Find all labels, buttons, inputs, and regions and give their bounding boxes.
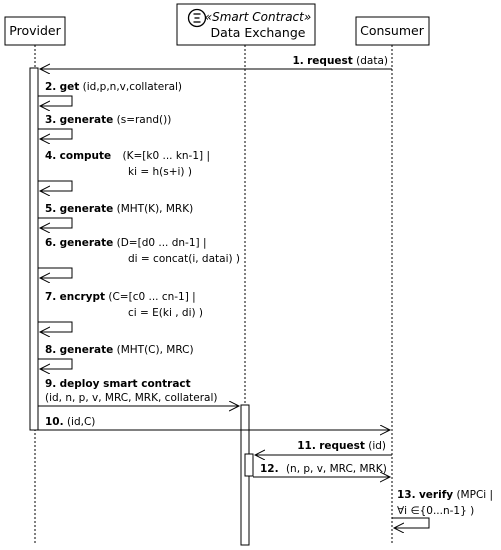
contract-stereotype: «Smart Contract» (205, 10, 312, 24)
message-9: 9. deploy smart contract (id, n, p, v, M… (38, 378, 239, 406)
message-2: 2. get (id,p,n,v,collateral) (38, 81, 182, 106)
message-3: 3. generate (s=rand()) (38, 114, 171, 139)
contract-participant: «Smart Contract» Data Exchange (176, 3, 316, 46)
svg-text:12. (n, p, v, MRC, MRK): 12. (n, p, v, MRC, MRK) (260, 463, 387, 475)
message-8: 8. generate (MHT(C), MRC) (38, 344, 194, 369)
svg-text:2. get (id,p,n,v,collateral): 2. get (id,p,n,v,collateral) (45, 81, 182, 93)
svg-text:4. compute (K=[k0 ... kn-1] |: 4. compute (K=[k0 ... kn-1] | (45, 150, 210, 162)
svg-text:3. generate (s=rand()): 3. generate (s=rand()) (45, 114, 171, 126)
svg-text:6. generate (D=[d0 ... dn-1] |: 6. generate (D=[d0 ... dn-1] | (45, 237, 207, 249)
svg-text:di = concat(i, datai) ): di = concat(i, datai) ) (128, 253, 240, 265)
svg-text:ci = E(ki , di) ): ci = E(ki , di) ) (128, 307, 203, 319)
svg-text:∀i ∈{0...n-1} ): ∀i ∈{0...n-1} ) (397, 505, 474, 517)
svg-text:1. request (data): 1. request (data) (292, 55, 388, 67)
message-12: 12. (n, p, v, MRC, MRK) (253, 463, 390, 477)
contract-activation-nested (244, 453, 254, 477)
svg-text:(id, n, p, v, MRC, MRK, collat: (id, n, p, v, MRC, MRK, collateral) (45, 392, 217, 404)
provider-participant: Provider (4, 16, 66, 46)
svg-text:11. request (id): 11. request (id) (297, 440, 386, 452)
message-1: 1. request (data) (40, 55, 392, 69)
svg-text:9. deploy smart contract: 9. deploy smart contract (45, 378, 191, 390)
svg-text:5. generate (MHT(K), MRK): 5. generate (MHT(K), MRK) (45, 203, 193, 215)
message-11: 11. request (id) (255, 440, 392, 455)
message-13: 13. verify (MPCi | ∀i ∈{0...n-1} ) (392, 489, 493, 528)
contract-name: Data Exchange (211, 25, 306, 40)
svg-text:ki = h(s+i) ): ki = h(s+i) ) (128, 166, 192, 178)
message-4: 4. compute (K=[k0 ... kn-1] | ki = h(s+i… (38, 150, 210, 191)
message-5: 5. generate (MHT(K), MRK) (38, 203, 193, 228)
message-6: 6. generate (D=[d0 ... dn-1] | di = conc… (38, 237, 240, 278)
svg-text:8. generate (MHT(C), MRC): 8. generate (MHT(C), MRC) (45, 344, 194, 356)
provider-activation (29, 67, 39, 431)
svg-text:13. verify (MPCi |: 13. verify (MPCi | (397, 489, 493, 501)
consumer-participant: Consumer (355, 16, 430, 46)
consumer-name: Consumer (360, 23, 425, 38)
provider-name: Provider (9, 23, 61, 38)
message-7: 7. encrypt (C=[c0 ... cn-1] | ci = E(ki … (38, 291, 203, 332)
svg-text:7. encrypt (C=[c0 ... cn-1] |: 7. encrypt (C=[c0 ... cn-1] | (45, 291, 196, 303)
svg-text:10. (id,C): 10. (id,C) (45, 416, 95, 428)
message-10: 10. (id,C) (38, 416, 390, 430)
contract-icon (187, 8, 207, 28)
